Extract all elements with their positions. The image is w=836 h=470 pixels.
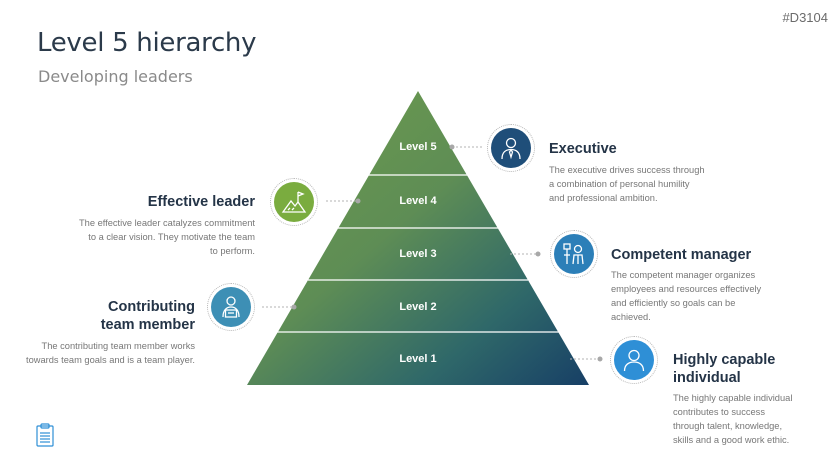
team-member-description: The contributing team member works towar… xyxy=(5,339,195,367)
desc-line: The competent manager organizes xyxy=(611,270,756,280)
level-2-label: Level 2 xyxy=(399,301,436,313)
desc-line: a combination of personal humility xyxy=(549,179,690,189)
desc-line: The contributing team member works xyxy=(41,341,195,351)
individual-description: The highly capable individual contribute… xyxy=(673,391,823,447)
heading-line: Contributing xyxy=(108,299,195,315)
level-3-label: Level 3 xyxy=(399,248,436,260)
team-member-icon-ring xyxy=(207,283,255,331)
competent-manager-icon-ring xyxy=(550,230,598,278)
pyramid-shape xyxy=(247,91,589,385)
clipboard-icon[interactable] xyxy=(36,423,54,452)
heading-line: team member xyxy=(100,317,195,333)
connector-dot xyxy=(291,304,297,310)
connector-dot xyxy=(449,144,455,150)
level-4-label: Level 4 xyxy=(399,195,437,207)
executive-heading: Executive xyxy=(549,141,617,157)
desc-line: skills and a good work ethic. xyxy=(673,435,790,445)
desc-line: The highly capable individual xyxy=(673,393,793,403)
connector-dot xyxy=(535,251,541,257)
slide-id: #D3104 xyxy=(782,10,828,25)
org-chart-person-icon xyxy=(554,234,594,274)
mountain-flag-icon xyxy=(274,182,314,222)
desc-line: The effective leader catalyzes commitmen… xyxy=(78,218,255,228)
individual-heading: Highly capable individual xyxy=(673,351,775,387)
connector-dot xyxy=(597,356,603,362)
page-title: Level 5 hierarchy xyxy=(37,28,257,58)
competent-manager-heading: Competent manager xyxy=(611,247,752,263)
competent-manager-description: The competent manager organizes employee… xyxy=(611,268,821,324)
heading-line: individual xyxy=(673,370,741,386)
desc-line: The executive drives success through xyxy=(549,165,705,175)
desc-line: to perform. xyxy=(210,246,255,256)
desc-line: contributes to success xyxy=(673,407,765,417)
desc-line: and efficiently so goals can be xyxy=(611,298,736,308)
desc-line: towards team goals and is a team player. xyxy=(26,355,195,365)
executive-person-icon xyxy=(491,128,531,168)
desc-line: employees and resources effectively xyxy=(611,284,762,294)
individual-icon-ring xyxy=(610,336,658,384)
executive-icon-ring xyxy=(487,124,535,172)
effective-leader-description: The effective leader catalyzes commitmen… xyxy=(35,216,255,258)
person-icon xyxy=(614,340,654,380)
desc-line: achieved. xyxy=(611,312,651,322)
executive-description: The executive drives success through a c… xyxy=(549,163,749,205)
connector-dot xyxy=(355,198,361,204)
level-1-label: Level 1 xyxy=(399,353,436,365)
person-with-laptop-icon xyxy=(211,287,251,327)
effective-leader-icon-ring xyxy=(270,178,318,226)
level-5-label: Level 5 xyxy=(399,141,436,153)
desc-line: through talent, knowledge, xyxy=(673,421,783,431)
desc-line: to a clear vision. They motivate the tea… xyxy=(88,232,255,242)
desc-line: and professional ambition. xyxy=(549,193,658,203)
page-subtitle: Developing leaders xyxy=(38,67,193,86)
heading-line: Highly capable xyxy=(673,352,776,368)
team-member-heading: Contributing team member xyxy=(55,298,195,334)
effective-leader-heading: Effective leader xyxy=(147,194,255,210)
